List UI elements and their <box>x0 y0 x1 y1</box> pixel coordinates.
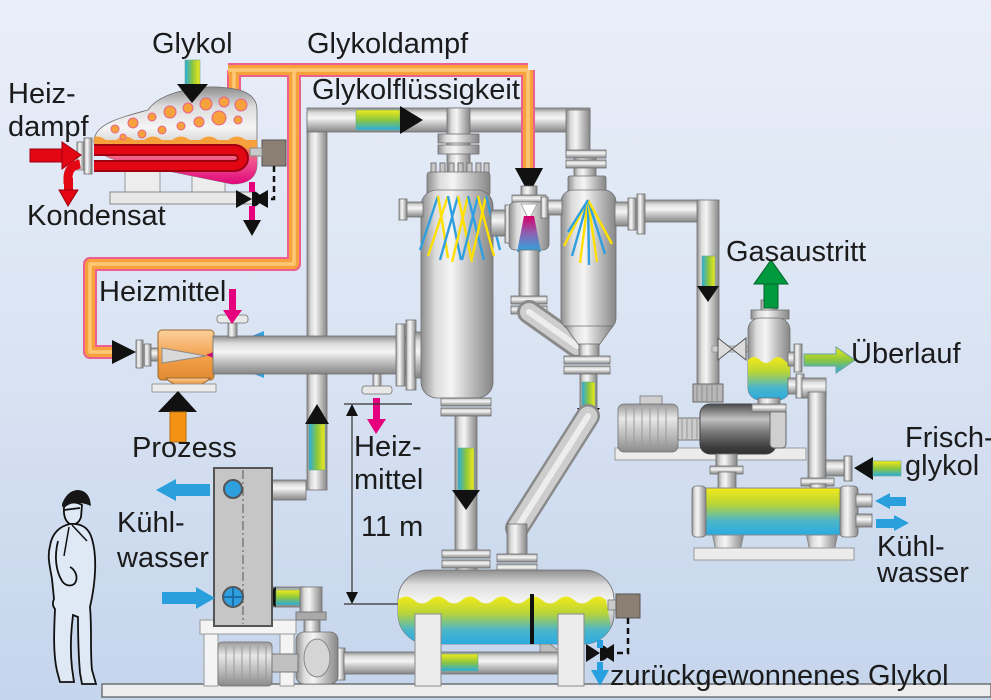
cooling-water-in-arrow-icon <box>875 493 890 509</box>
hard-hat-icon <box>62 490 91 507</box>
heating-u-tube <box>94 144 250 172</box>
product-arrow-icon <box>591 670 609 686</box>
gasaustritt-arrow-icon <box>753 259 789 309</box>
gas-valve-icon <box>717 336 747 362</box>
reboiler-bubbles <box>110 96 248 141</box>
label-heizmittel-column: Heiz- mittel <box>354 431 424 496</box>
kuehlwasser-left-arrows <box>156 479 215 609</box>
mixing-nozzle <box>508 168 589 358</box>
label-ueberlauf: Überlauf <box>851 338 961 370</box>
glycol-cooler <box>691 453 873 561</box>
sump-vessel <box>335 569 641 687</box>
gas-line <box>644 199 724 403</box>
kuehlwasser-right-arrows <box>875 493 909 531</box>
riser-pipe <box>306 107 591 491</box>
heizdampf-arrow-icon <box>29 141 82 170</box>
label-kondensat: Kondensat <box>27 200 166 232</box>
label-gasaustritt: Gasaustritt <box>726 236 867 268</box>
label-glykol: Glykol <box>152 28 233 60</box>
label-kuehlwasser-right: Kühl- wasser <box>877 531 969 589</box>
frischglykol-arrow-icon <box>854 457 873 480</box>
heizmittel-column-stub <box>361 373 393 434</box>
spray-nozzles-2 <box>562 199 614 266</box>
prozess-arrow-icon <box>158 391 197 443</box>
flash-column <box>398 107 523 579</box>
label-prozess: Prozess <box>132 432 237 464</box>
glykol-feed-arrow-icon <box>177 59 208 103</box>
label-glykoldampf: Glykoldampf <box>307 28 469 60</box>
feed-pump <box>217 611 339 687</box>
label-rueckgewonnenes-glykol: zurückgewonnenes Glykol <box>610 660 949 692</box>
drain-valve-icon <box>586 644 614 662</box>
heizmittel-down-arrow-icon <box>367 419 386 434</box>
circulation-pump <box>614 395 807 471</box>
label-glykolfluessigkeit: Glykolflüssigkeit <box>312 74 520 106</box>
cooling-water-in-arrow-icon-left <box>196 587 215 609</box>
label-heizmittel: Heizmittel <box>99 276 227 308</box>
level-controller-2 <box>615 593 641 619</box>
label-heizdampf: Heiz- dampf <box>8 78 89 143</box>
flow-arrow-riser-up <box>305 404 329 471</box>
drain-arrow-shaft <box>249 206 255 220</box>
label-column-height: 11 m <box>361 511 424 543</box>
ueberlauf-arrow-icon <box>803 346 856 374</box>
separator-vessel <box>711 299 805 413</box>
downflow-arrow-icon <box>452 490 480 510</box>
label-frischglykol: Frisch- glykol <box>905 422 991 482</box>
wash-column <box>496 149 646 581</box>
reboiler <box>76 86 287 236</box>
level-controller <box>261 139 287 167</box>
cooling-water-out-arrow-icon-left <box>156 479 176 501</box>
phe-port-top <box>223 479 243 499</box>
cooling-water-out-arrow-icon <box>894 515 909 531</box>
heating-loop-arrow-icon <box>112 340 136 364</box>
control-signal-line-2 <box>614 618 630 655</box>
heizmittel-arrow-icon <box>223 289 242 324</box>
height-dimension <box>344 403 418 605</box>
nozzle-jet <box>517 216 541 252</box>
downflow-arrow-icon-3 <box>697 286 719 302</box>
control-valve-icon <box>236 190 268 208</box>
kondensat-arrow-icon <box>58 159 82 207</box>
drain-arrow-icon <box>243 220 261 236</box>
fresh-glycol-line <box>800 377 902 487</box>
flow-arrow-liquid-header <box>355 106 423 134</box>
weir-plate <box>530 594 534 644</box>
floor <box>101 683 991 698</box>
plate-heat-exchanger <box>199 467 323 687</box>
label-kuehlwasser-left: Kühl- wasser <box>117 507 209 574</box>
worker-figure <box>47 490 98 685</box>
